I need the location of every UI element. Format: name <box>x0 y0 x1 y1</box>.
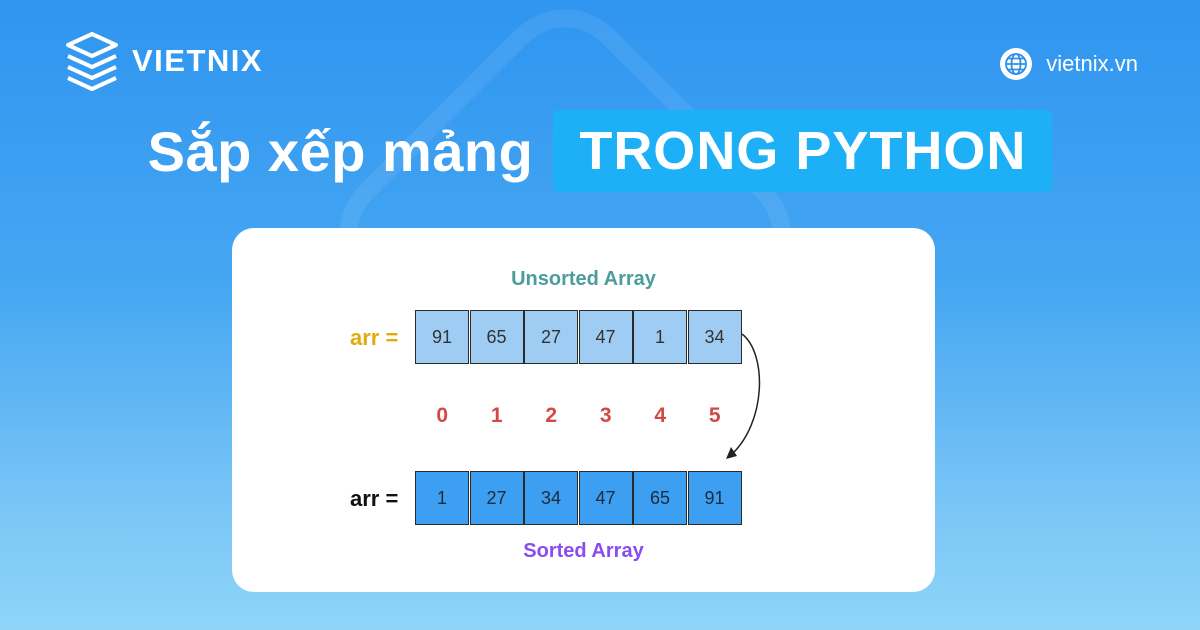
array-cell: 91 <box>687 471 742 525</box>
array-cell: 47 <box>578 471 633 525</box>
array-cell: 1 <box>415 471 469 525</box>
title-highlight: TRONG PYTHON <box>553 110 1053 192</box>
array-index: 2 <box>545 404 558 427</box>
website-url: vietnix.vn <box>1046 51 1138 76</box>
title-main: Sắp xếp mảng <box>147 119 534 183</box>
array-index: 5 <box>708 404 721 427</box>
array-cell: 1 <box>633 310 687 364</box>
brand-logo[interactable]: VIETNIX <box>62 30 263 92</box>
page-title: Sắp xếp mảng TRONG PYTHON <box>0 110 1200 192</box>
array-index: 0 <box>436 404 449 427</box>
array-cell: 34 <box>687 310 742 364</box>
array-cell: 27 <box>524 310 578 364</box>
arr-label-unsorted: arr = <box>350 325 399 350</box>
unsorted-array-row: 91 65 27 47 1 34 <box>415 310 742 364</box>
server-stack-icon <box>66 32 118 91</box>
website-link[interactable]: vietnix.vn <box>1000 48 1138 80</box>
array-cell: 65 <box>469 310 524 364</box>
sorted-array-row: 1 27 34 47 65 91 <box>415 471 742 525</box>
array-cell: 91 <box>415 310 469 364</box>
curved-arrow-icon <box>726 333 761 459</box>
array-index: 1 <box>490 404 503 427</box>
diagram-card: Unsorted Array arr = 91 65 27 47 1 34 0 … <box>232 228 935 592</box>
array-cell: 47 <box>578 310 633 364</box>
sorted-array-title: Sorted Array <box>523 540 644 562</box>
array-cell: 65 <box>633 471 687 525</box>
arr-label-sorted: arr = <box>350 486 399 511</box>
array-cell: 27 <box>469 471 524 525</box>
index-row: 0 1 2 3 4 5 <box>415 404 742 428</box>
globe-icon <box>1000 48 1033 80</box>
array-index: 3 <box>599 404 612 427</box>
unsorted-array-title: Unsorted Array <box>511 268 656 290</box>
array-index: 4 <box>654 404 667 427</box>
brand-name: VIETNIX <box>132 43 264 78</box>
array-cell: 34 <box>524 471 578 525</box>
